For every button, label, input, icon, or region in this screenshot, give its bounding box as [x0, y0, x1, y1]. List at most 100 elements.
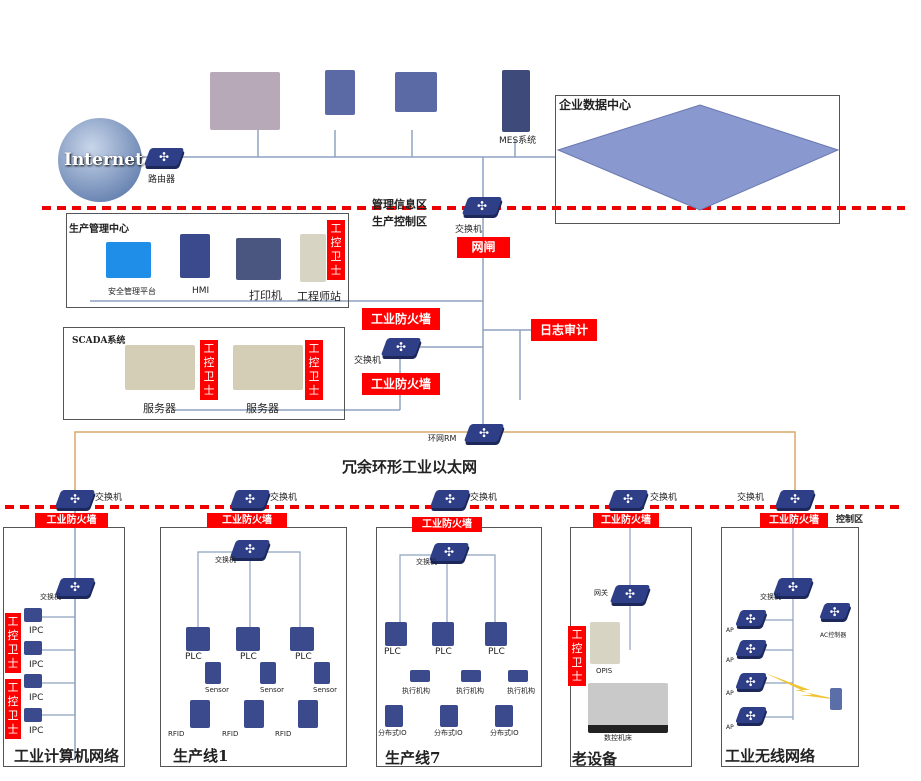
plc-label: PLC — [185, 652, 202, 662]
router-label: 路由器 — [148, 175, 176, 185]
robot-arm-icon — [244, 700, 264, 728]
firewall-box: 工业防火墙 — [207, 513, 287, 528]
plc-label: PLC — [435, 647, 452, 657]
rfid-label: RFID — [275, 730, 292, 738]
firewall-box: 工业防火墙 — [362, 308, 440, 330]
access-point-icon — [735, 610, 767, 626]
engineer-station-icon — [300, 234, 326, 282]
actuator-icon — [461, 670, 481, 682]
sensor-icon — [314, 662, 330, 684]
firewall-box: 工业防火墙 — [35, 513, 108, 528]
datacenter-title: 企业数据中心 — [559, 98, 632, 112]
io-label: 分布式IO — [490, 729, 519, 737]
ipc-label: IPC — [29, 626, 44, 636]
ring-switch-label: 交换机 — [95, 493, 123, 503]
ring-switch-icon — [774, 490, 816, 508]
prod-center-box — [66, 213, 349, 308]
hmi-icon — [180, 234, 210, 278]
ap-label: AP — [726, 657, 734, 664]
server-label-1: 服务器 — [246, 402, 279, 415]
access-point-icon — [735, 673, 767, 689]
laptop-icon — [24, 674, 42, 688]
io-module-icon — [385, 705, 403, 727]
zone-mgmt-label: 管理信息区 — [372, 198, 427, 211]
firewall-box: 工业防火墙 — [412, 517, 482, 532]
section-title: 老设备 — [572, 750, 618, 768]
ring-switch-label: 交换机 — [470, 493, 498, 503]
sensor-icon — [260, 662, 276, 684]
firewall-box: 工业防火墙 — [760, 513, 828, 528]
sensor-label: Sensor — [260, 686, 284, 694]
machine-label: 数控机床 — [604, 734, 632, 742]
robot-arm-icon — [298, 700, 318, 728]
gateway-label: 网关 — [594, 589, 608, 597]
ics-guard-badge: 工控卫士 — [568, 626, 586, 686]
core-switch-icon — [461, 197, 503, 215]
ipc-label: IPC — [29, 660, 44, 670]
ics-guard-badge: 工控卫士 — [5, 679, 21, 739]
prod-center-title: 生产管理中心 — [69, 224, 129, 235]
robot-arm-icon — [190, 700, 210, 728]
actuator-label: 执行机构 — [456, 687, 484, 695]
laptop-icon — [395, 72, 437, 112]
rfid-label: RFID — [222, 730, 239, 738]
access-point-icon — [735, 707, 767, 723]
plc-icon — [485, 622, 507, 646]
network-gap-box: 网闸 — [457, 237, 510, 258]
firewall-box: 工业防火墙 — [593, 513, 659, 528]
zone-prod-label: 生产控制区 — [372, 215, 427, 228]
security-platform-icon — [106, 242, 151, 278]
mobile-device-icon — [830, 688, 842, 710]
plc-icon — [385, 622, 407, 646]
prod-item-1: HMI — [192, 286, 210, 296]
io-module-icon — [495, 705, 513, 727]
plc-icon — [432, 622, 454, 646]
section-title: 生产线7 — [385, 749, 441, 767]
ring-switch-icon — [463, 424, 505, 442]
core-switch-label: 交换机 — [455, 225, 483, 235]
mid-switch-label: 交换机 — [354, 356, 382, 366]
laptop-icon — [24, 708, 42, 722]
prod-item-2: 打印机 — [249, 289, 282, 302]
plc-label: PLC — [488, 647, 505, 657]
ipc-label: IPC — [29, 693, 44, 703]
plc-label: PLC — [384, 647, 401, 657]
section-title: 工业无线网络 — [725, 747, 816, 765]
switch-label: 交换机 — [416, 558, 437, 566]
terminal-icon — [590, 622, 620, 664]
prod-item-3: 工程师站 — [297, 290, 341, 303]
ring-switch-icon — [429, 490, 471, 508]
scada-title: SCADA系统 — [72, 336, 126, 346]
ics-guard-badge: 工控卫士 — [200, 340, 218, 400]
ap-label: AP — [726, 690, 734, 697]
actuator-icon — [508, 670, 528, 682]
io-label: 分布式IO — [378, 729, 407, 737]
ring-switch-label: 交换机 — [650, 493, 678, 503]
sensor-label: Sensor — [313, 686, 337, 694]
ring-network-label: 冗余环形工业以太网 — [342, 458, 478, 476]
zone-control-label: 控制区 — [836, 515, 864, 525]
server-icon — [125, 345, 195, 390]
server-icon — [233, 345, 303, 390]
section-ipc-box — [3, 527, 125, 767]
rfid-label: RFID — [168, 730, 185, 738]
sensor-icon — [205, 662, 221, 684]
section-title: 生产线1 — [173, 747, 229, 765]
cnc-machine-icon — [588, 683, 668, 733]
plc-icon — [236, 627, 260, 651]
desktop-pc-icon — [210, 72, 280, 130]
section-title: 工业计算机网络 — [14, 747, 120, 765]
terminal-label: OPIS — [596, 667, 613, 675]
gateway-icon — [609, 585, 651, 603]
switch-label: 交换机 — [40, 593, 61, 601]
laptop-icon — [24, 608, 42, 622]
log-audit-box: 日志审计 — [531, 319, 597, 341]
actuator-label: 执行机构 — [507, 687, 535, 695]
ring-switch-label: 环网RM — [428, 434, 457, 443]
firewall-box: 工业防火墙 — [362, 373, 440, 395]
io-label: 分布式IO — [434, 729, 463, 737]
monitor-icon — [325, 70, 355, 115]
plc-label: PLC — [240, 652, 257, 662]
access-point-icon — [735, 640, 767, 656]
